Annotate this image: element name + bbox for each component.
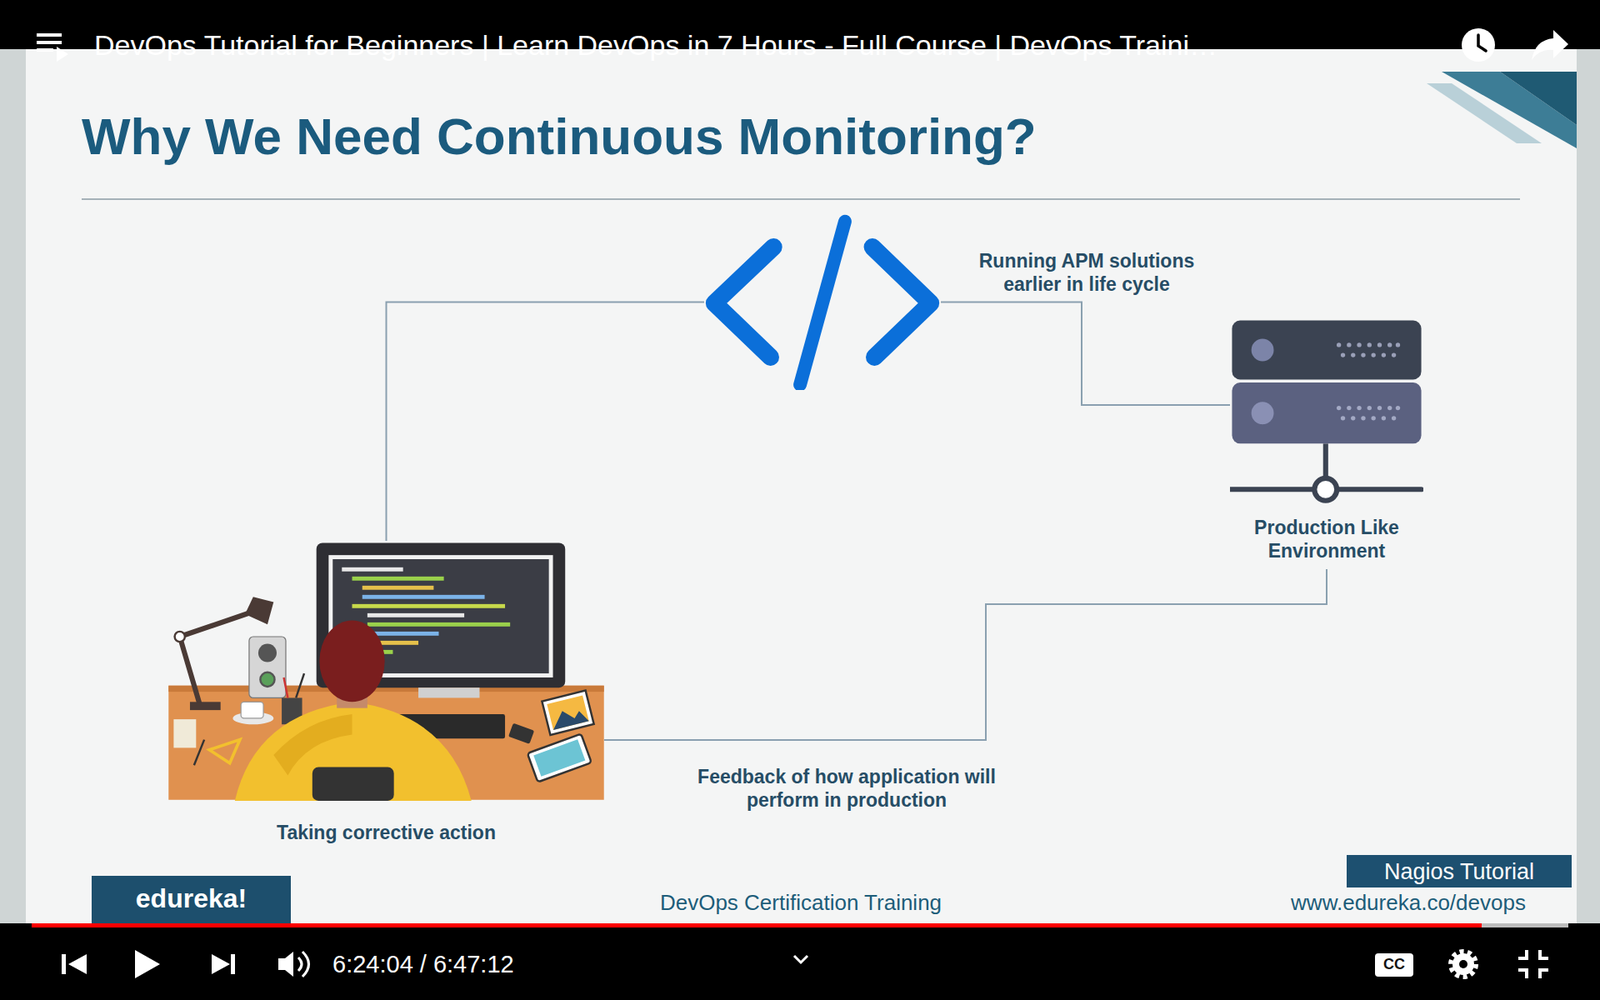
speaker-cone [260, 672, 275, 687]
share-icon [1531, 30, 1569, 60]
edge-label: Feedback of how application will perform… [663, 765, 1030, 812]
server-node: Production Like Environment [1230, 319, 1424, 570]
hair [319, 620, 385, 702]
slide-title: Why We Need Continuous Monitoring? [81, 105, 1037, 169]
volume-icon [278, 951, 310, 977]
connector [940, 302, 1230, 406]
network-stem [1323, 443, 1329, 477]
speaker-cone [258, 644, 277, 663]
video-frame [0, 49, 1600, 924]
code-bracket [872, 246, 931, 357]
play-icon [135, 950, 160, 979]
footer-text-wrap: DevOps Certification Training [634, 890, 968, 915]
watch-later-icon [1461, 28, 1495, 62]
progress-played [31, 923, 1482, 928]
node-label: Production Like Environment [1235, 515, 1419, 563]
network-node [1314, 478, 1337, 501]
pen [295, 673, 305, 698]
captions-label: CC [1375, 952, 1414, 976]
logo-text: edureka! [91, 881, 291, 915]
title-rule [81, 198, 1520, 200]
connector [604, 569, 1327, 740]
ruler [209, 740, 240, 764]
connector [386, 302, 705, 542]
logo-text-wrap: edureka! [91, 881, 291, 915]
code-slash [800, 221, 845, 385]
developer-illustration [168, 542, 604, 801]
edge-label-wrap: Feedback of how application will perform… [663, 765, 1030, 812]
footer-text: DevOps Certification Training [634, 890, 968, 915]
controls-bar [0, 923, 1600, 1000]
code-node: Running APM solutions earlier in life cy… [704, 214, 941, 390]
pen [284, 677, 289, 698]
server-icon [1230, 320, 1422, 501]
node-label: Running APM solutions earlier in life cy… [961, 249, 1212, 296]
node-label: Taking corrective action [168, 820, 605, 845]
shirt [235, 701, 472, 801]
time-display: 6:24:04 / 6:47:12 [332, 949, 515, 980]
notepad [173, 719, 196, 748]
server-vents [1336, 342, 1400, 358]
slide [25, 49, 1577, 924]
photo [541, 690, 594, 735]
lamp-shade [245, 596, 274, 625]
developer-node: Taking corrective action [168, 540, 605, 858]
previous-icon [61, 954, 87, 975]
tablet [527, 734, 592, 783]
shirt-shade [273, 714, 352, 775]
server-led [1251, 339, 1275, 362]
tag-label: Nagios Tutorial [1346, 856, 1572, 887]
captions-label-wrap: CC [1375, 952, 1414, 976]
fullscreen-exit-icon [1518, 950, 1549, 979]
title-wrap: Why We Need Continuous Monitoring? [81, 105, 1037, 169]
server-vents [1336, 405, 1400, 421]
chair [312, 767, 395, 801]
lamp-joint [175, 631, 185, 642]
footer-url-wrap: www.edureka.co/devops [1258, 890, 1559, 915]
chevron-icon [794, 955, 808, 963]
tag-label-wrap: Nagios Tutorial [1346, 856, 1572, 887]
speaker [249, 636, 286, 698]
video-title: DevOps Tutorial for Beginners | Learn De… [94, 28, 1218, 62]
logo-box [91, 875, 291, 924]
progress-track [31, 923, 1569, 928]
lamp-base [190, 701, 221, 710]
captions-icon [1375, 953, 1414, 977]
video-title-wrap: DevOps Tutorial for Beginners | Learn De… [94, 28, 1450, 62]
corner-decoration [1500, 71, 1577, 125]
server-unit [1231, 382, 1421, 444]
server-unit [1231, 320, 1421, 380]
phone [508, 723, 535, 745]
playlist-icon [36, 33, 69, 62]
settings-icon [1450, 951, 1476, 977]
tag-box [1346, 855, 1572, 888]
monitor-stand [418, 687, 480, 698]
server-led [1251, 401, 1275, 425]
time-display-wrap: 6:24:04 / 6:47:12 [332, 949, 666, 980]
code-bracket [714, 246, 774, 357]
mug [240, 701, 264, 719]
corner-decoration [1426, 83, 1542, 144]
pencil [194, 740, 205, 766]
code-icon [714, 221, 931, 385]
next-icon [211, 954, 235, 975]
footer-url: www.edureka.co/devops [1258, 890, 1559, 915]
